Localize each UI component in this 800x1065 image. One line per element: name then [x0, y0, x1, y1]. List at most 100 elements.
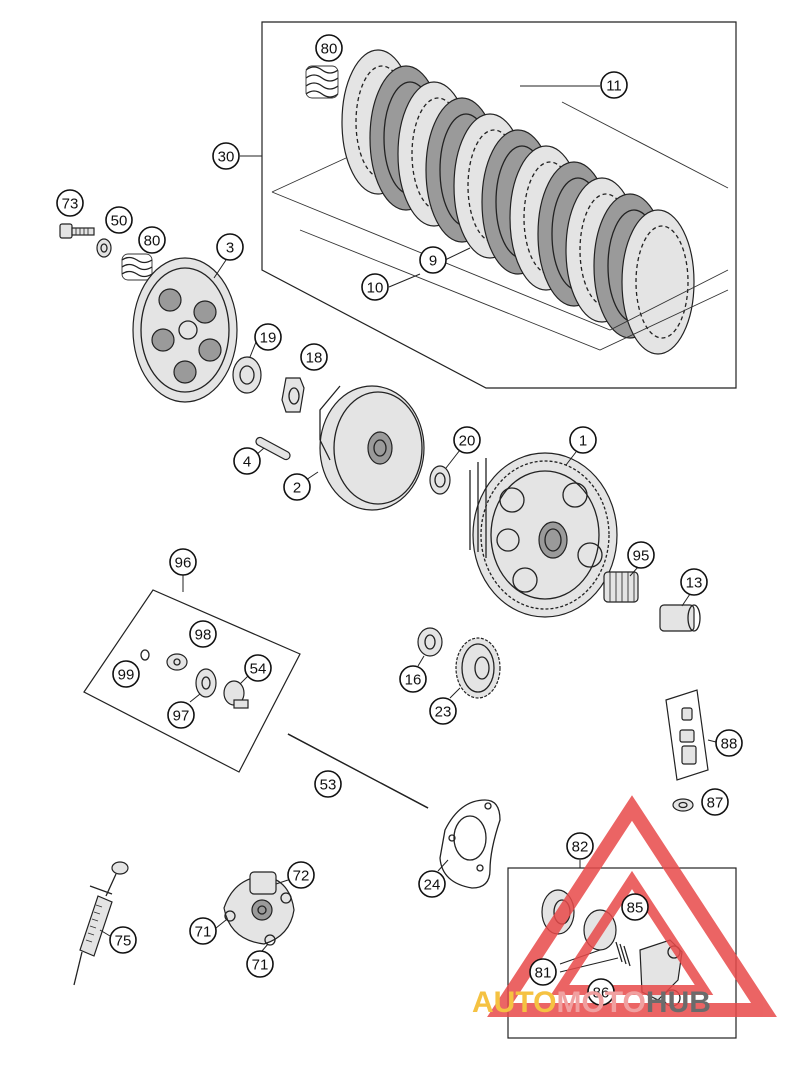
callout-circle: [169, 548, 197, 576]
callout-number: 10: [367, 280, 384, 297]
bushing-13: [659, 593, 701, 632]
callout-number: 53: [320, 777, 337, 794]
callout-circle: [453, 426, 481, 454]
callout-2: 2: [283, 473, 311, 501]
callout-98: 98: [189, 620, 217, 648]
callout-23: 23: [429, 697, 457, 725]
callout-number: 1: [579, 433, 587, 450]
callout-number: 85: [627, 900, 644, 917]
callout-circle: [419, 246, 447, 274]
disc-leader-planes: [271, 85, 729, 351]
callout-16: 16: [399, 665, 427, 693]
washer-50: [96, 238, 112, 258]
callout-number: 30: [218, 149, 235, 166]
callout-number: 71: [195, 924, 212, 941]
callout-1: 1: [569, 426, 597, 454]
clutch-disc: [621, 209, 695, 355]
callout-circle: [283, 473, 311, 501]
callout-number: 13: [686, 575, 703, 592]
callout-number: 18: [306, 350, 323, 367]
callout-circle: [189, 917, 217, 945]
callout-54: 54: [244, 654, 272, 682]
callout-99: 99: [112, 660, 140, 688]
callout-72: 72: [287, 861, 315, 889]
callout-95: 95: [627, 541, 655, 569]
spring-80-top: [305, 65, 339, 99]
callout-circle: [189, 620, 217, 648]
callout-30: 30: [212, 142, 240, 170]
callout-13: 13: [680, 568, 708, 596]
callout-75: 75: [109, 926, 137, 954]
pressure-plate-3: [132, 257, 238, 403]
callout-number: 50: [111, 213, 128, 230]
callout-circle: [566, 832, 594, 860]
callout-number: 98: [195, 627, 212, 644]
watermark-auto: AUTO: [472, 986, 556, 1019]
callout-11: 11: [600, 71, 628, 99]
svg-text:AUTOMOTOHUB: AUTOMOTOHUB: [472, 986, 711, 1019]
callout-circle: [315, 34, 343, 62]
callout-circle: [429, 697, 457, 725]
callout-circle: [627, 541, 655, 569]
callout-53: 53: [314, 770, 342, 798]
callout-71: 71: [246, 950, 274, 978]
callout-number: 99: [118, 667, 135, 684]
callout-number: 71: [252, 957, 269, 974]
callout-circle: [399, 665, 427, 693]
callout-number: 82: [572, 839, 589, 856]
callout-circle: [287, 861, 315, 889]
callout-number: 3: [226, 240, 234, 257]
callout-number: 97: [173, 708, 190, 725]
callout-number: 88: [721, 736, 738, 753]
pin-4: [255, 436, 291, 461]
callout-circle: [569, 426, 597, 454]
callout-24: 24: [418, 870, 446, 898]
callout-number: 96: [175, 555, 192, 572]
callout-10: 10: [361, 273, 389, 301]
callout-number: 75: [115, 933, 132, 950]
callout-circle: [105, 206, 133, 234]
callout-number: 24: [424, 877, 441, 894]
bushing-16: [417, 627, 443, 667]
callout-circle: [233, 447, 261, 475]
callout-circle: [254, 323, 282, 351]
callout-number: 2: [293, 480, 301, 497]
washer-87: [672, 798, 694, 812]
callout-circle: [112, 660, 140, 688]
callout-circle: [167, 701, 195, 729]
callout-87: 87: [701, 788, 729, 816]
bolt-73: [59, 223, 95, 239]
callout-number: 16: [405, 672, 422, 689]
needle-bearing-95: [603, 566, 639, 603]
inner-clutch-hub-2: [305, 385, 425, 511]
spring-80-left: [121, 253, 153, 281]
callout-50: 50: [105, 206, 133, 234]
pressure-piece-54: [223, 675, 249, 709]
callout-number: 73: [62, 196, 79, 213]
bearing-19: [232, 341, 262, 394]
lock-washer-18: [281, 377, 305, 413]
callout-circle: [300, 343, 328, 371]
callout-circle: [361, 273, 389, 301]
callout-circle: [56, 189, 84, 217]
callout-circle: [600, 71, 628, 99]
callout-circle: [715, 729, 743, 757]
callout-number: 4: [243, 454, 251, 471]
callout-number: 19: [260, 330, 277, 347]
callout-80: 80: [138, 226, 166, 254]
callout-18: 18: [300, 343, 328, 371]
callout-3: 3: [216, 233, 244, 261]
callout-circle: [680, 568, 708, 596]
group-box-96: [83, 575, 301, 773]
thrust-washer-20: [429, 449, 461, 495]
clutch-pack-box: [240, 21, 737, 389]
callout-circle: [418, 870, 446, 898]
callout-number: 81: [535, 965, 552, 982]
callout-number: 95: [633, 548, 650, 565]
clutch-disc-stack: [341, 49, 695, 355]
group-box-88: [665, 689, 717, 781]
callout-number: 80: [321, 41, 338, 58]
callout-circle: [587, 978, 615, 1006]
